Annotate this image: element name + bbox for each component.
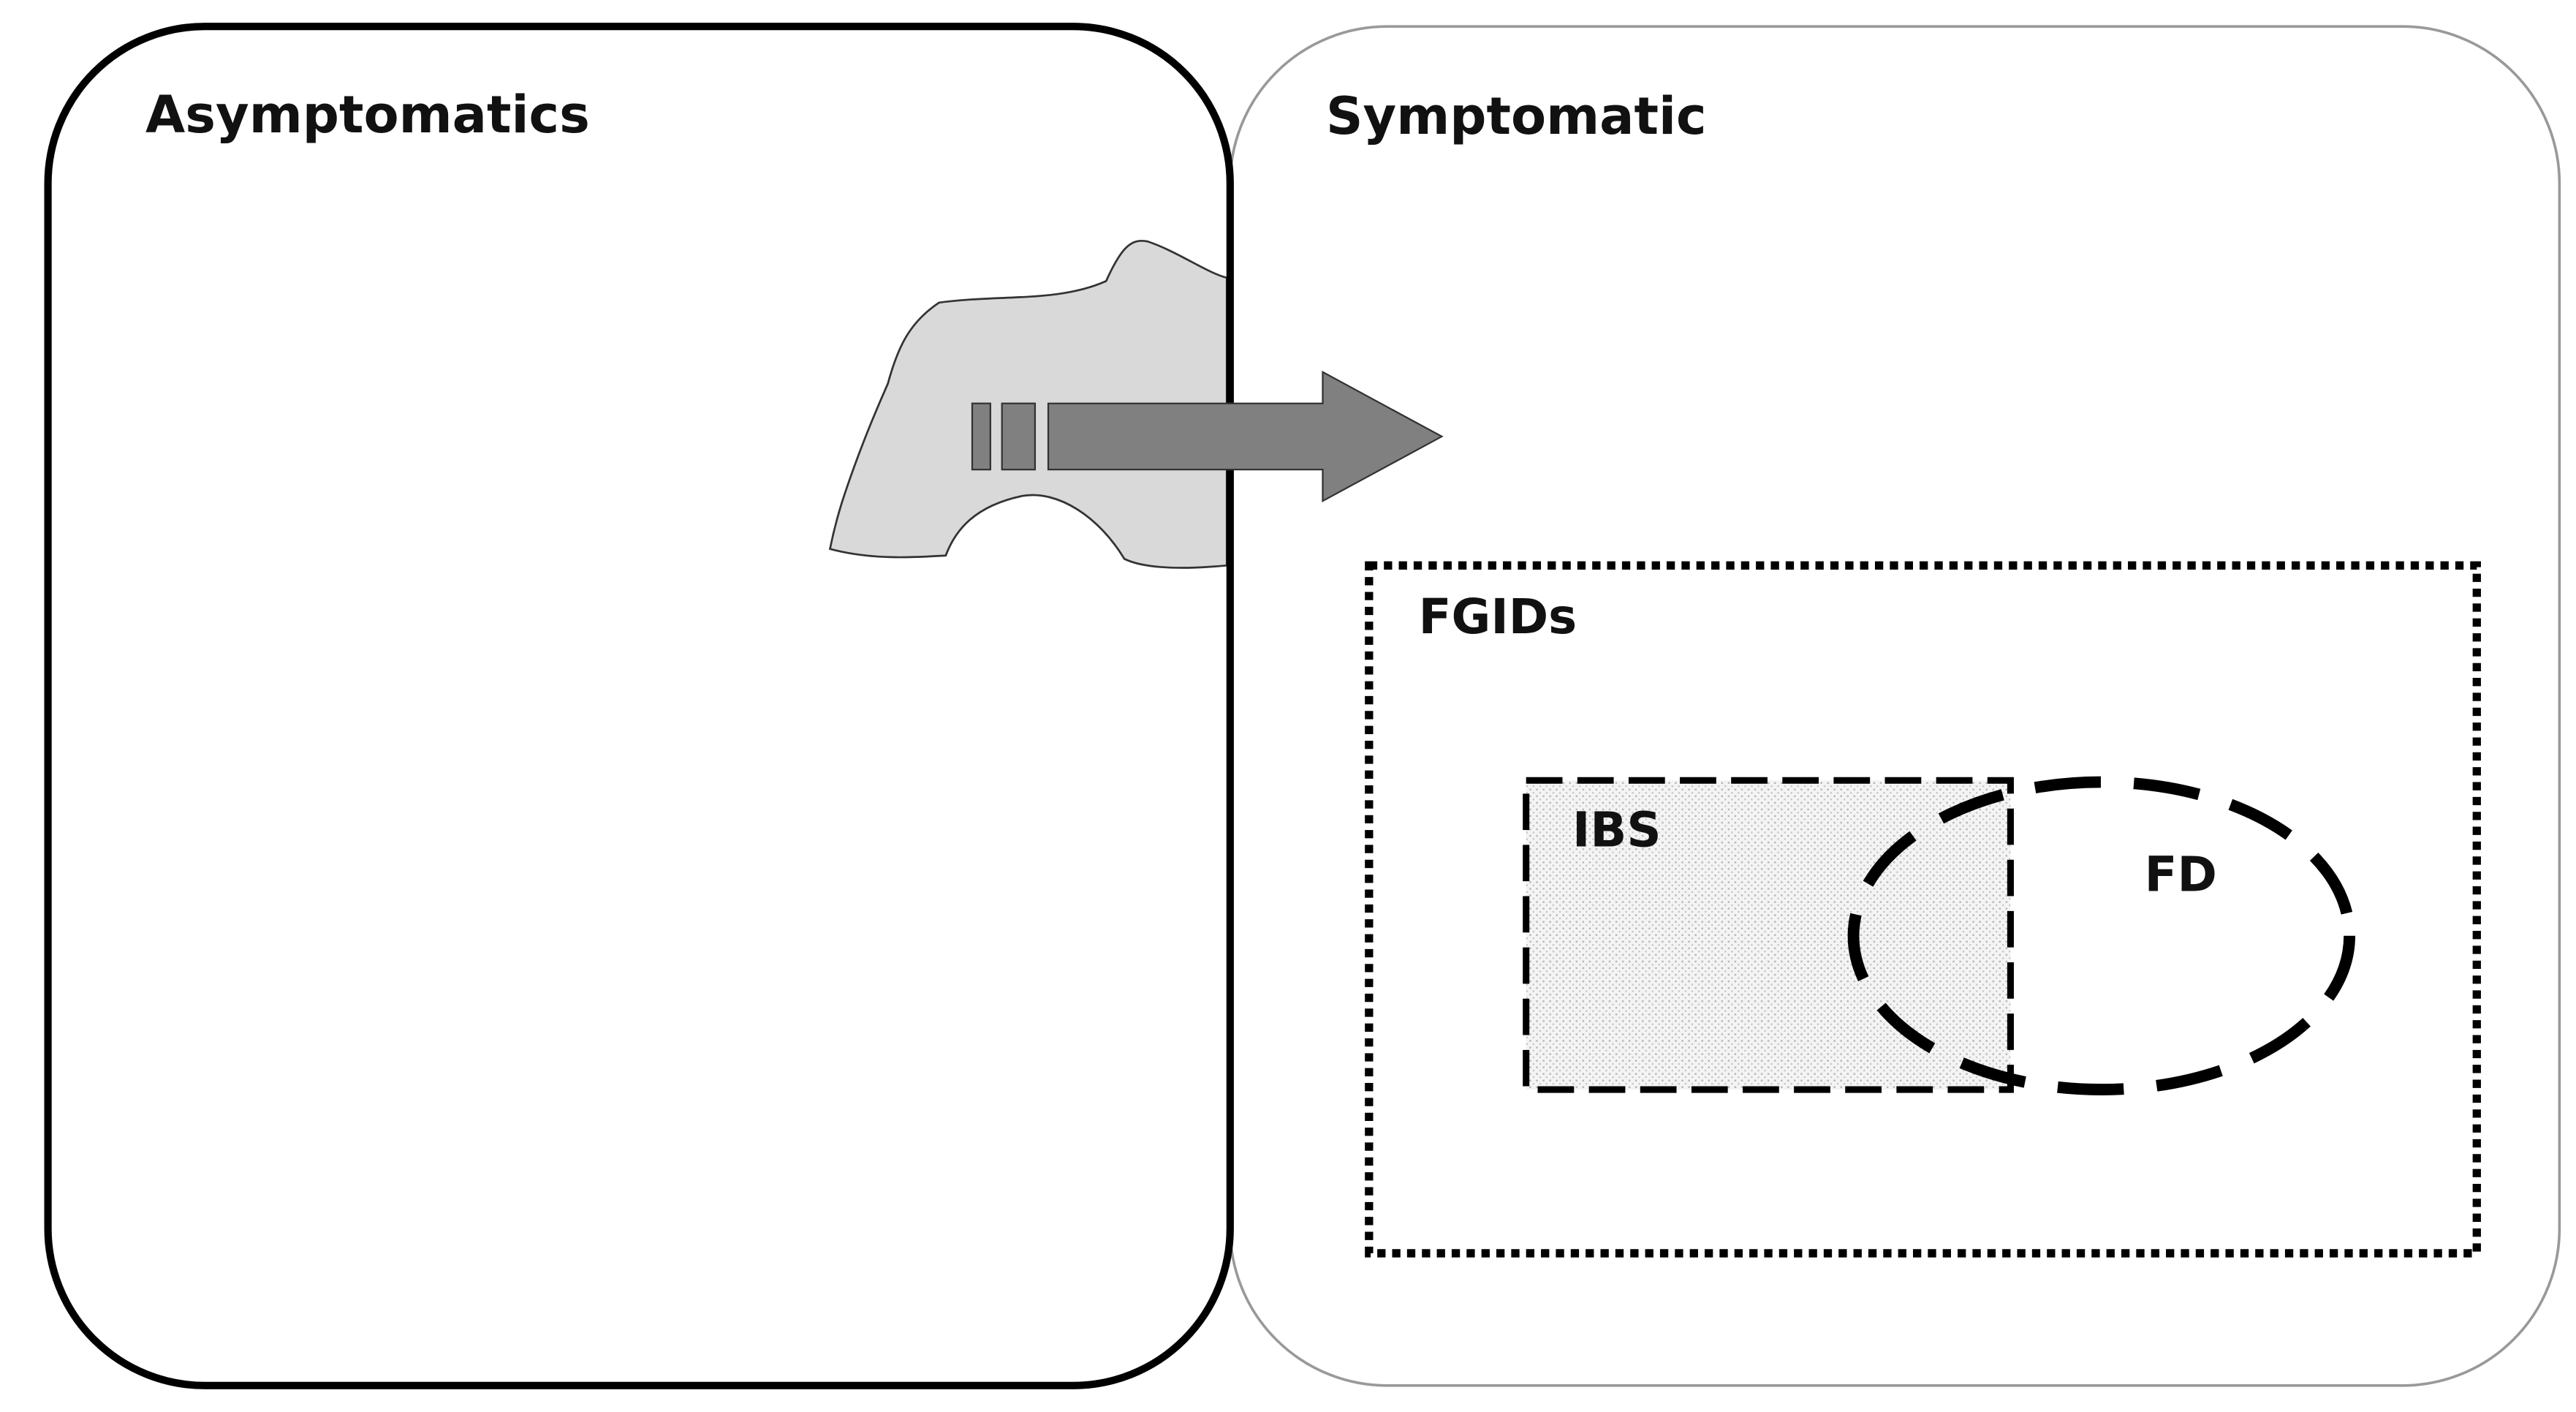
symptomatic-panel bbox=[1229, 25, 2561, 1387]
symptomatic-label: Symptomatic bbox=[1326, 86, 1707, 146]
fgids-box bbox=[1365, 561, 2481, 1258]
ibs-box bbox=[1523, 777, 2014, 1093]
arrow-tail-bar-1 bbox=[971, 402, 991, 471]
fgids-label: FGIDs bbox=[1419, 589, 1577, 645]
asymptomatics-label: Asymptomatics bbox=[145, 85, 590, 145]
fd-label: FD bbox=[2145, 847, 2217, 903]
arrow-icon bbox=[1047, 370, 1444, 503]
fd-ellipse bbox=[1847, 776, 2356, 1095]
ibs-label: IBS bbox=[1572, 803, 1662, 858]
arrow-tail-bar-2 bbox=[1001, 402, 1037, 471]
asymptomatics-panel bbox=[44, 23, 1234, 1389]
